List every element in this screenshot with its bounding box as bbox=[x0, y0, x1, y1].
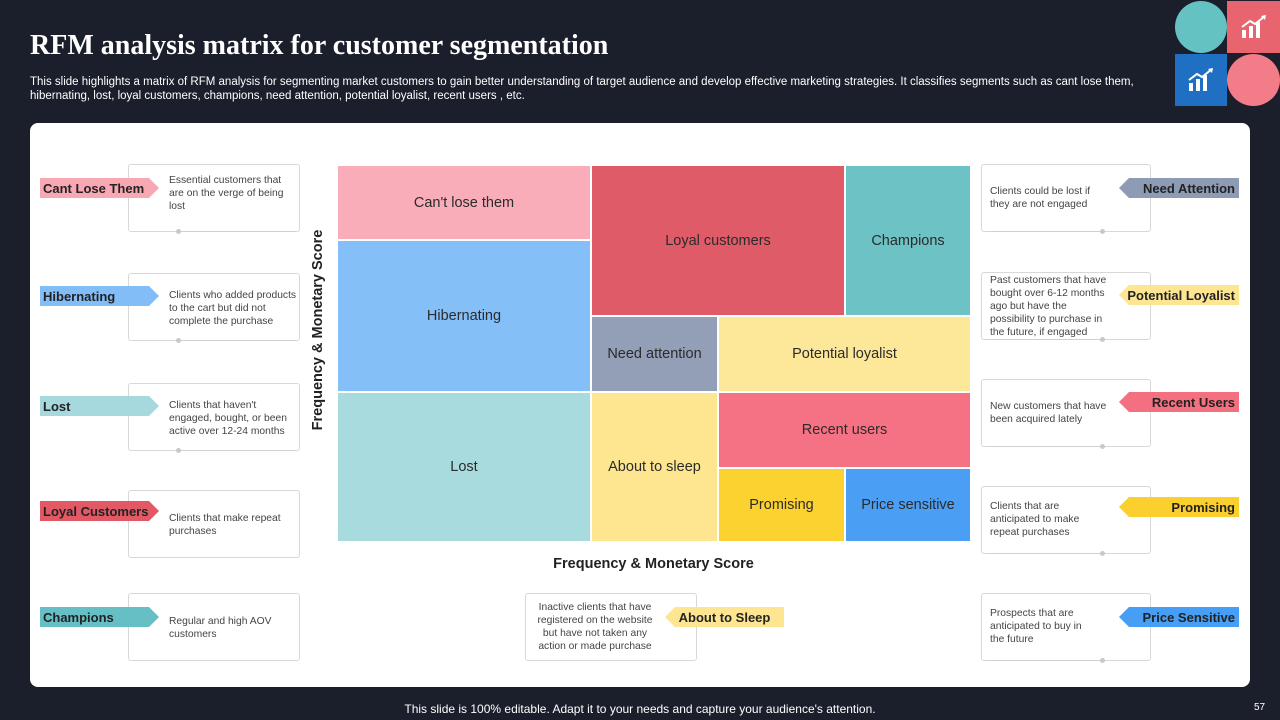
connector-line bbox=[990, 660, 1102, 661]
desc-box-champions: Regular and high AOV customers bbox=[128, 593, 300, 661]
desc-box-about-to-sleep: Inactive clients that have registered on… bbox=[525, 593, 697, 661]
connector-dot bbox=[1100, 337, 1105, 342]
desc-box-lost: Clients that haven't engaged, bought, or… bbox=[128, 383, 300, 453]
desc-text: Essential customers that are on the verg… bbox=[169, 175, 284, 212]
desc-box-need-attention: Clients could be lost if they are not en… bbox=[981, 164, 1151, 234]
desc-box-price-sensitive: Prospects that are anticipated to buy in… bbox=[981, 593, 1151, 663]
desc-box-potential-loyalist: Past customers that have bought over 6-1… bbox=[981, 272, 1151, 342]
footer-text: This slide is 100% editable. Adapt it to… bbox=[404, 702, 876, 716]
decorative-square-blue bbox=[1175, 54, 1227, 106]
cell-champions: Champions bbox=[845, 165, 971, 316]
desc-text: Past customers that have bought over 6-1… bbox=[990, 275, 1107, 338]
cell-lost: Lost bbox=[337, 392, 591, 542]
x-axis-label: Frequency & Monetary Score bbox=[553, 556, 754, 572]
connector-line bbox=[990, 446, 1102, 447]
desc-text: Prospects that are anticipated to buy in… bbox=[990, 608, 1082, 645]
tag-about-to-sleep: About to Sleep bbox=[665, 607, 784, 627]
tag-potential-loyalist: Potential Loyalist bbox=[1119, 285, 1239, 305]
cell-need-attention: Need attention bbox=[591, 316, 718, 392]
connector-dot bbox=[1100, 229, 1105, 234]
desc-box-hibernating: Clients who added products to the cart b… bbox=[128, 273, 300, 343]
tag-loyal-customers: Loyal Customers bbox=[40, 501, 159, 521]
connector-line bbox=[990, 553, 1102, 554]
growth-chart-icon bbox=[1240, 15, 1266, 38]
tag-price-sensitive: Price Sensitive bbox=[1119, 607, 1239, 627]
connector-dot bbox=[176, 338, 181, 343]
connector-line bbox=[990, 339, 1102, 340]
desc-text: New customers that have been acquired la… bbox=[990, 401, 1107, 425]
cell-price-sensitive: Price sensitive bbox=[845, 468, 971, 542]
desc-box-recent-users: New customers that have been acquired la… bbox=[981, 379, 1151, 449]
connector-dot bbox=[1100, 444, 1105, 449]
desc-text: Clients that haven't engaged, bought, or… bbox=[169, 400, 287, 437]
desc-box-loyal-customers: Clients that make repeat purchases bbox=[128, 490, 300, 558]
desc-box-promising: Clients that are anticipated to make rep… bbox=[981, 486, 1151, 556]
desc-text: Clients that make repeat purchases bbox=[169, 513, 281, 537]
cell-cant-lose-them: Can't lose them bbox=[337, 165, 591, 240]
connector-line bbox=[181, 231, 296, 232]
connector-dot bbox=[176, 448, 181, 453]
growth-chart-icon bbox=[1188, 68, 1213, 91]
cell-recent-users: Recent users bbox=[718, 392, 971, 468]
connector-line bbox=[181, 340, 296, 341]
desc-text: Inactive clients that have registered on… bbox=[537, 602, 653, 652]
slide-title: RFM analysis matrix for customer segment… bbox=[30, 30, 609, 61]
tag-hibernating: Hibernating bbox=[40, 286, 159, 306]
cell-potential-loyalist: Potential loyalist bbox=[718, 316, 971, 392]
desc-box-cant-lose-them: Essential customers that are on the verg… bbox=[128, 164, 300, 234]
tag-need-attention: Need Attention bbox=[1119, 178, 1239, 198]
connector-dot bbox=[1100, 658, 1105, 663]
cell-loyal-customers: Loyal customers bbox=[591, 165, 845, 316]
desc-text: Regular and high AOV customers bbox=[169, 616, 272, 640]
slide-subtitle: This slide highlights a matrix of RFM an… bbox=[30, 76, 1134, 102]
desc-text: Clients could be lost if they are not en… bbox=[990, 186, 1091, 210]
cell-about-to-sleep: About to sleep bbox=[591, 392, 718, 542]
decorative-square-red bbox=[1227, 1, 1280, 53]
connector-dot bbox=[176, 229, 181, 234]
tag-recent-users: Recent Users bbox=[1119, 392, 1239, 412]
page-number: 57 bbox=[1254, 702, 1266, 713]
connector-line bbox=[990, 231, 1102, 232]
tag-promising: Promising bbox=[1119, 497, 1239, 517]
desc-text: Clients that are anticipated to make rep… bbox=[990, 501, 1080, 538]
tag-champions: Champions bbox=[40, 607, 159, 627]
decorative-circle-teal bbox=[1175, 1, 1227, 53]
tag-lost: Lost bbox=[40, 396, 159, 416]
connector-line bbox=[181, 450, 296, 451]
cell-hibernating: Hibernating bbox=[337, 240, 591, 392]
tag-cant-lose-them: Cant Lose Them bbox=[40, 178, 159, 198]
connector-dot bbox=[1100, 551, 1105, 556]
y-axis-label: Frequency & Monetary Score bbox=[310, 229, 326, 431]
cell-promising: Promising bbox=[718, 468, 845, 542]
decorative-circle-pink bbox=[1227, 54, 1280, 106]
desc-text: Clients who added products to the cart b… bbox=[169, 290, 297, 327]
